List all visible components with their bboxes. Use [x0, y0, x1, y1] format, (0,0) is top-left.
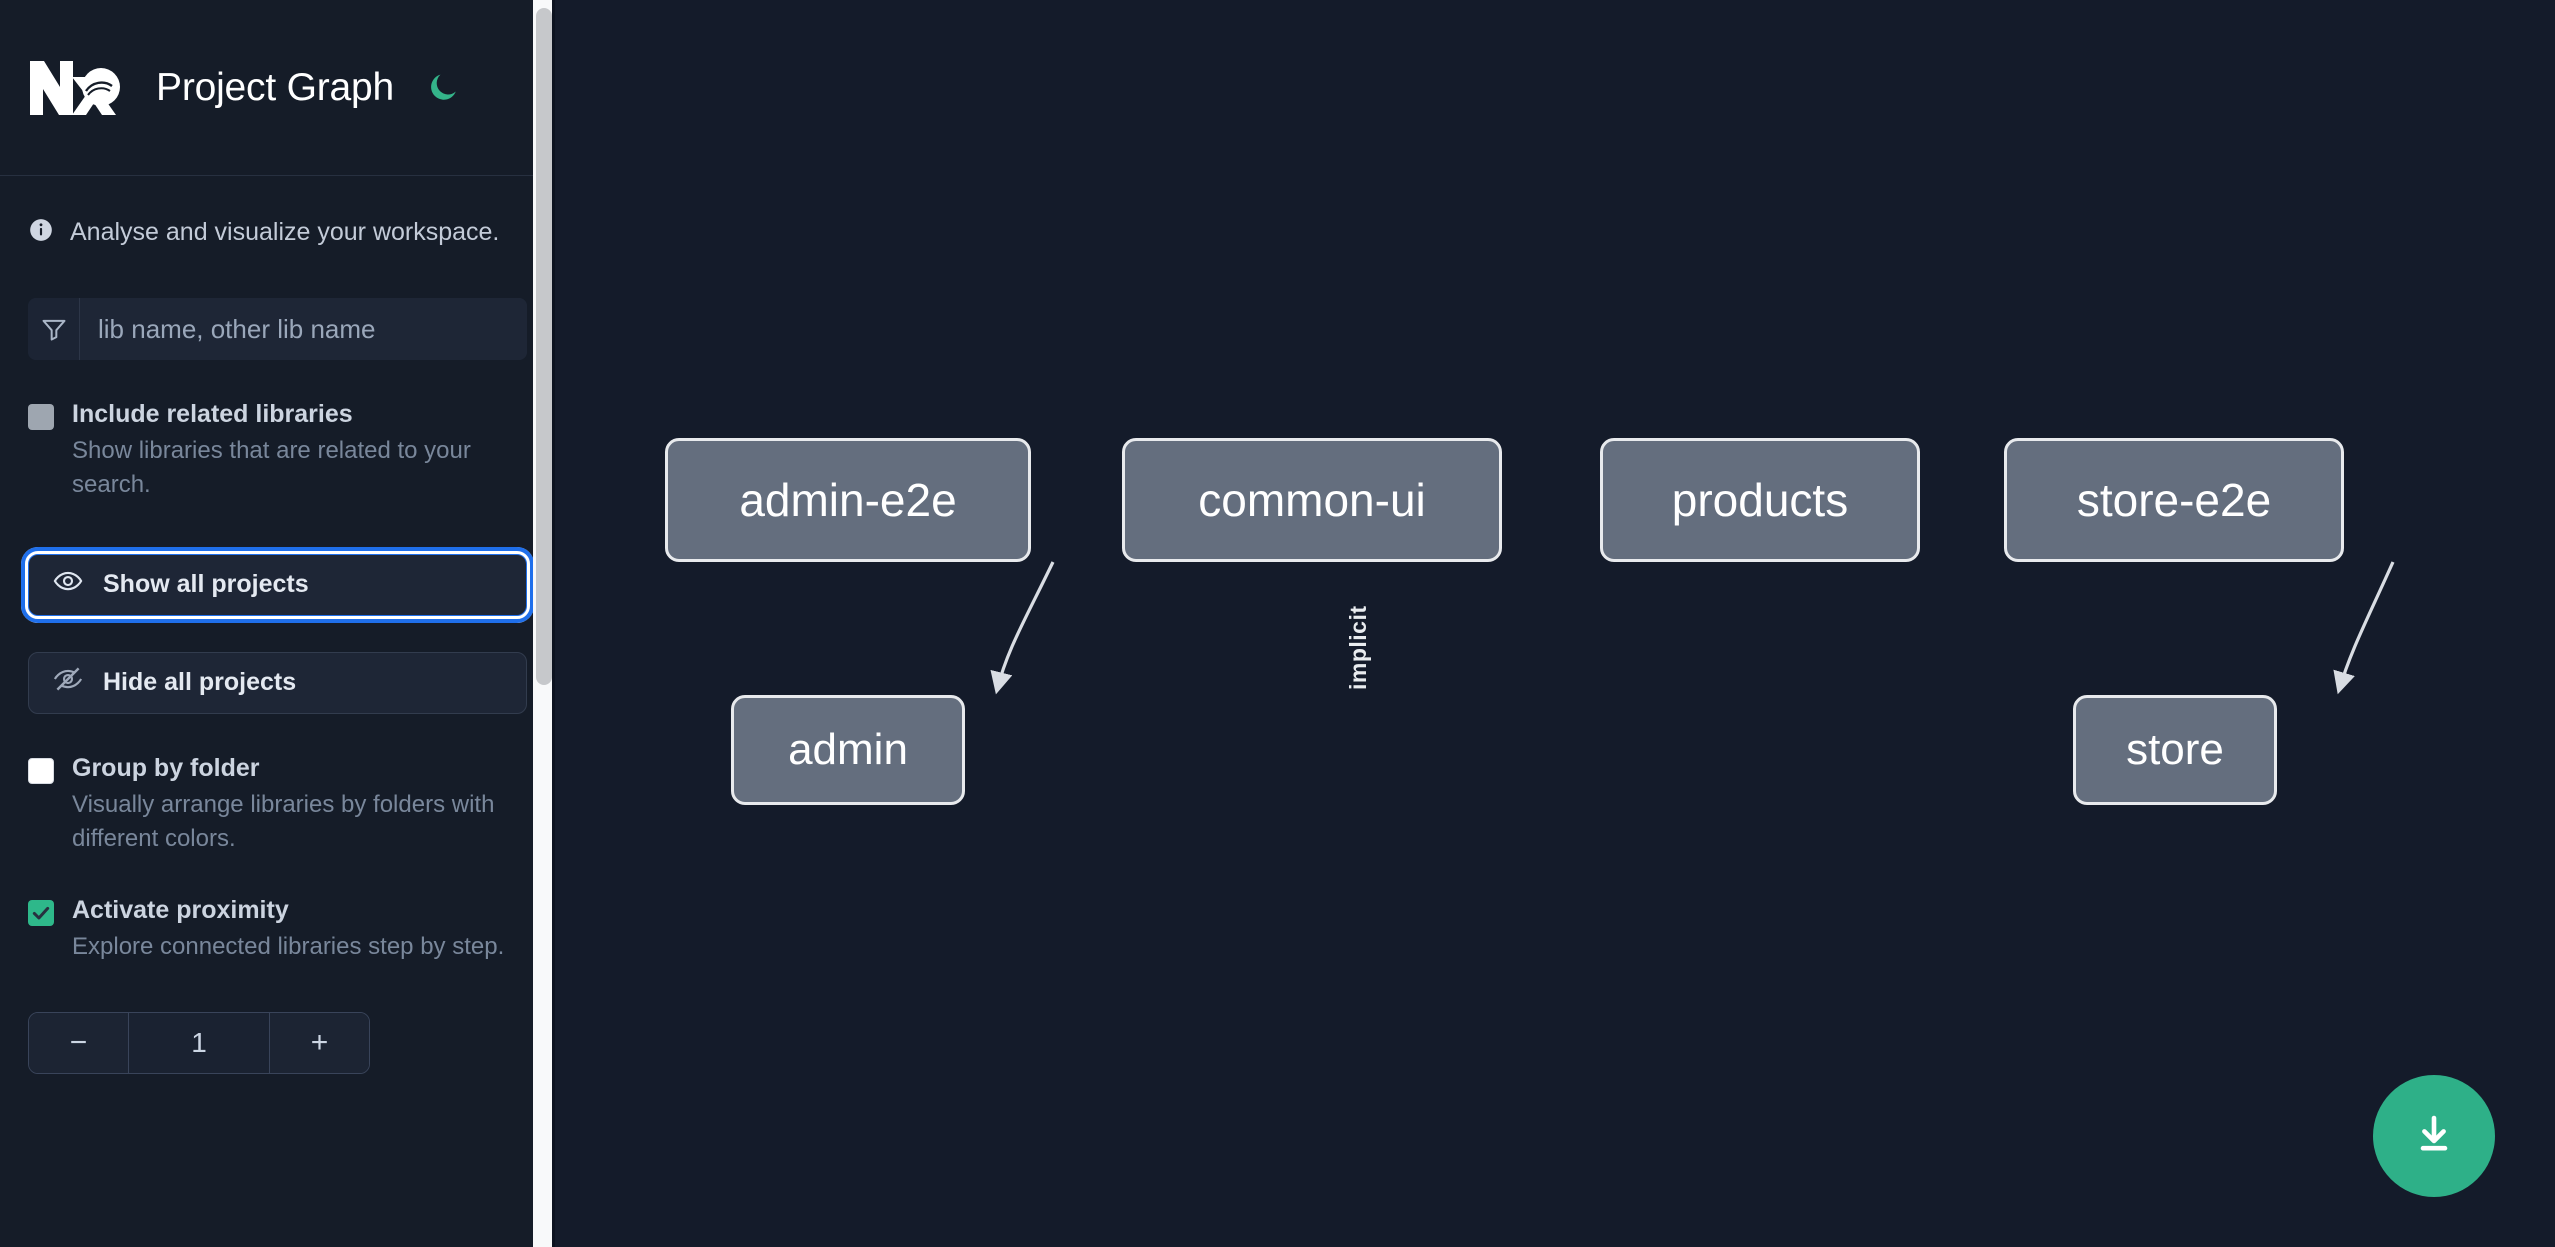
- eye-off-icon: [53, 664, 83, 701]
- stepper-increment-button[interactable]: +: [269, 1012, 369, 1073]
- nx-logo: [28, 57, 124, 119]
- edge-label-implicit-admin: implicit: [1345, 605, 1371, 690]
- stepper-value: 1: [129, 1012, 269, 1073]
- page-title: Project Graph: [156, 65, 395, 109]
- show-all-projects-label: Show all projects: [103, 570, 309, 599]
- sidebar-body: Analyse and visualize your workspace. In…: [0, 176, 555, 1074]
- hide-all-projects-label: Hide all projects: [103, 668, 297, 697]
- checkbox-indicator[interactable]: [28, 899, 54, 926]
- checkbox-description: Explore connected libraries step by step…: [72, 932, 505, 960]
- proximity-stepper[interactable]: − 1 +: [28, 1011, 370, 1074]
- checkbox-description: Show libraries that are related to your …: [72, 436, 471, 498]
- sidebar-header: Project Graph: [0, 0, 555, 176]
- sidebar-divider: [552, 0, 555, 1247]
- scrollbar-thumb[interactable]: [536, 8, 552, 685]
- hide-all-projects-button[interactable]: Hide all projects: [28, 651, 527, 714]
- graph-node-common-ui[interactable]: common-ui: [1122, 438, 1502, 562]
- edge-store-e2e-to-store: [2333, 561, 2395, 695]
- funnel-icon: [28, 298, 80, 360]
- sidebar-scrollbar[interactable]: [533, 0, 555, 1247]
- checkbox-indicator[interactable]: [28, 404, 54, 430]
- checkbox-group-by-folder[interactable]: Group by folder Visually arrange librari…: [28, 752, 527, 856]
- node-label: admin-e2e: [739, 474, 957, 526]
- checkbox-description: Visually arrange libraries by folders wi…: [72, 790, 495, 852]
- graph-node-products[interactable]: products: [1600, 438, 1920, 562]
- workspace-info-text: Analyse and visualize your workspace.: [70, 217, 500, 246]
- node-label: store: [2126, 725, 2224, 774]
- workspace-info: Analyse and visualize your workspace.: [28, 176, 527, 248]
- filter-field[interactable]: [28, 298, 527, 360]
- edge-admin-e2e-to-admin: [990, 561, 1055, 695]
- graph-node-store-e2e[interactable]: store-e2e: [2004, 438, 2344, 562]
- eye-icon: [53, 566, 83, 603]
- search-input[interactable]: [80, 298, 527, 360]
- node-label: store-e2e: [2076, 474, 2272, 526]
- moon-icon[interactable]: [424, 69, 462, 107]
- graph-node-store[interactable]: store: [2073, 695, 2277, 805]
- node-label: common-ui: [1198, 474, 1426, 526]
- info-circle-icon: [28, 217, 54, 248]
- checkbox-activate-proximity[interactable]: Activate proximity Explore connected lib…: [28, 894, 527, 964]
- checkbox-label: Include related libraries: [72, 400, 353, 428]
- graph-canvas[interactable]: implicit implicit admin-e2e common-ui pr…: [555, 0, 2555, 1247]
- graph-node-admin-e2e[interactable]: admin-e2e: [665, 438, 1031, 562]
- graph-node-admin[interactable]: admin: [731, 695, 965, 805]
- download-graph-button[interactable]: [2373, 1075, 2495, 1197]
- checkbox-include-related-libraries[interactable]: Include related libraries Show libraries…: [28, 398, 527, 502]
- checkbox-label: Group by folder: [72, 753, 260, 782]
- graph-edges: [990, 561, 2395, 695]
- show-all-projects-button[interactable]: Show all projects: [21, 546, 534, 623]
- checkbox-indicator[interactable]: [28, 757, 54, 784]
- node-label: admin: [788, 725, 908, 774]
- sidebar: Project Graph Analyse and visualize your…: [0, 0, 555, 1247]
- node-label: products: [1671, 474, 1849, 526]
- checkbox-label: Activate proximity: [72, 895, 289, 924]
- download-icon: [2410, 1111, 2458, 1162]
- stepper-decrement-button[interactable]: −: [29, 1012, 129, 1073]
